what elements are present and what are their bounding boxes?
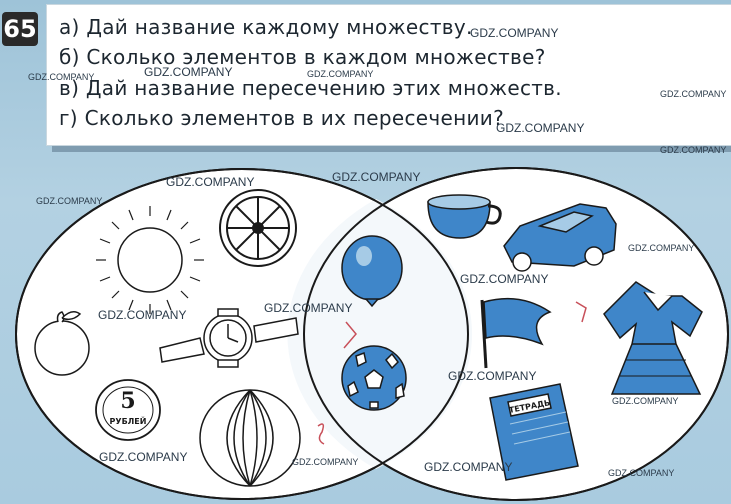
watermark: GDZ.COMPANY <box>36 196 103 206</box>
pencil-mark-1 <box>343 321 357 349</box>
question-c: в) Дай название пересечению этих множест… <box>59 76 562 100</box>
car-icon <box>503 203 617 272</box>
watermark: GDZ.COMPANY <box>448 369 537 383</box>
watermark: GDZ.COMPANY <box>332 170 421 184</box>
cup-icon <box>427 194 502 239</box>
question-b: б) Сколько элементов в каждом множестве? <box>59 45 546 69</box>
watermark: GDZ.COMPANY <box>28 72 95 82</box>
watermark: GDZ.COMPANY <box>264 301 353 315</box>
watermark: GDZ.COMPANY <box>660 145 727 155</box>
question-a: а) Дай название каждому множеству. <box>59 15 473 39</box>
watermark: GDZ.COMPANY <box>292 457 359 467</box>
watermark: GDZ.COMPANY <box>660 89 727 99</box>
watermelon-icon <box>199 389 301 487</box>
intersection-region <box>287 199 473 469</box>
pencil-mark-2 <box>575 301 587 323</box>
question-d: г) Сколько элементов в их пересечении? <box>59 106 504 130</box>
soccer-ball-icon <box>341 345 407 411</box>
task-number: 65 <box>2 12 38 46</box>
sun-icon <box>96 206 204 314</box>
coin-label: 5 <box>120 388 135 414</box>
watermark: GDZ.COMPANY <box>307 69 374 79</box>
balloon-icon <box>341 235 403 308</box>
watermark: GDZ.COMPANY <box>424 460 513 474</box>
notebook-icon <box>489 383 579 481</box>
coin-icon <box>95 379 161 441</box>
dress-icon <box>603 281 703 395</box>
watermark: GDZ.COMPANY <box>98 308 187 322</box>
wristwatch-icon <box>159 308 299 368</box>
pencil-mark-3 <box>317 423 325 445</box>
coin-sublabel: РУБЛЕЙ <box>110 415 147 426</box>
question-box: а) Дай название каждому множеству. б) Ск… <box>46 4 731 146</box>
watermark: GDZ.COMPANY <box>460 272 549 286</box>
watermark: GDZ.COMPANY <box>470 26 559 40</box>
watermark: GDZ.COMPANY <box>496 121 585 135</box>
watermark: GDZ.COMPANY <box>612 396 679 406</box>
flag-icon <box>480 297 552 369</box>
watermark: GDZ.COMPANY <box>608 468 675 478</box>
orange-icon <box>34 311 90 376</box>
watermark: GDZ.COMPANY <box>144 65 233 79</box>
watermark: GDZ.COMPANY <box>166 175 255 189</box>
watermark: GDZ.COMPANY <box>628 243 695 253</box>
wheel-icon <box>219 189 297 267</box>
watermark: GDZ.COMPANY <box>99 450 188 464</box>
